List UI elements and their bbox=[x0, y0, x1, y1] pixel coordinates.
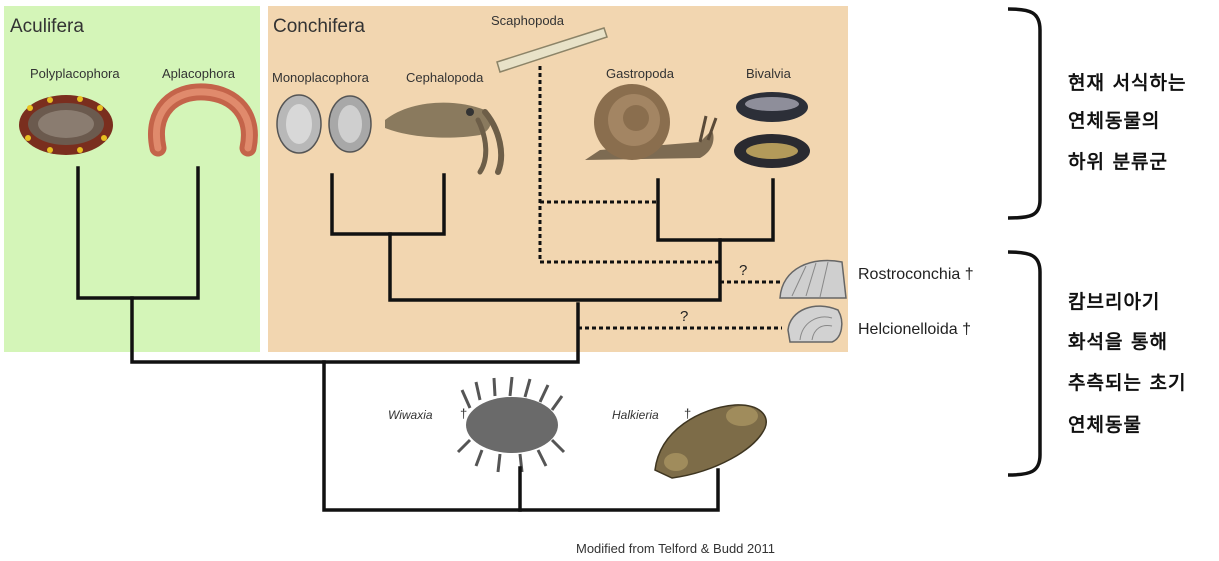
wiwaxia-dagger: † bbox=[460, 406, 467, 421]
scaphopoda-label: Scaphopoda bbox=[491, 13, 564, 28]
cambrian-note-line-4: 연체동물 bbox=[1068, 410, 1142, 437]
living-note-line-1: 현재 서식하는 bbox=[1068, 68, 1187, 95]
bracket-living bbox=[1008, 9, 1040, 218]
rostroconchia-question-mark: ? bbox=[739, 262, 747, 279]
cambrian-note-line-2: 화석을 통해 bbox=[1068, 327, 1168, 354]
aculifera-title: Aculifera bbox=[10, 16, 84, 38]
cephalopoda-label: Cephalopoda bbox=[406, 70, 483, 85]
halkieria-illustration bbox=[655, 405, 766, 478]
rostroconchia-label: Rostroconchia † bbox=[858, 266, 974, 284]
helcionelloida-question-mark: ? bbox=[680, 308, 688, 325]
helcionelloida-label: Helcionelloida † bbox=[858, 321, 971, 339]
cambrian-note-line-3: 추측되는 초기 bbox=[1068, 368, 1187, 395]
halkieria-label: Halkieria bbox=[612, 408, 659, 422]
bivalvia-label: Bivalvia bbox=[746, 66, 791, 81]
aplacophora-label: Aplacophora bbox=[162, 66, 235, 81]
gastropoda-label: Gastropoda bbox=[606, 66, 674, 81]
monoplacophora-label: Monoplacophora bbox=[272, 70, 369, 85]
wiwaxia-label: Wiwaxia bbox=[388, 408, 433, 422]
bracket-cambrian bbox=[1008, 252, 1040, 475]
halkieria-dagger: † bbox=[684, 406, 691, 421]
cambrian-note-line-1: 캄브리아기 bbox=[1068, 287, 1160, 314]
living-note-line-3: 하위 분류군 bbox=[1068, 147, 1168, 174]
living-note-line-2: 연체동물의 bbox=[1068, 106, 1160, 133]
conchifera-title: Conchifera bbox=[273, 16, 365, 38]
polyplacophora-label: Polyplacophora bbox=[30, 66, 120, 81]
wiwaxia-illustration bbox=[458, 377, 564, 472]
source-credit: Modified from Telford & Budd 2011 bbox=[576, 541, 775, 556]
polyplacophora-illustration bbox=[19, 95, 113, 155]
